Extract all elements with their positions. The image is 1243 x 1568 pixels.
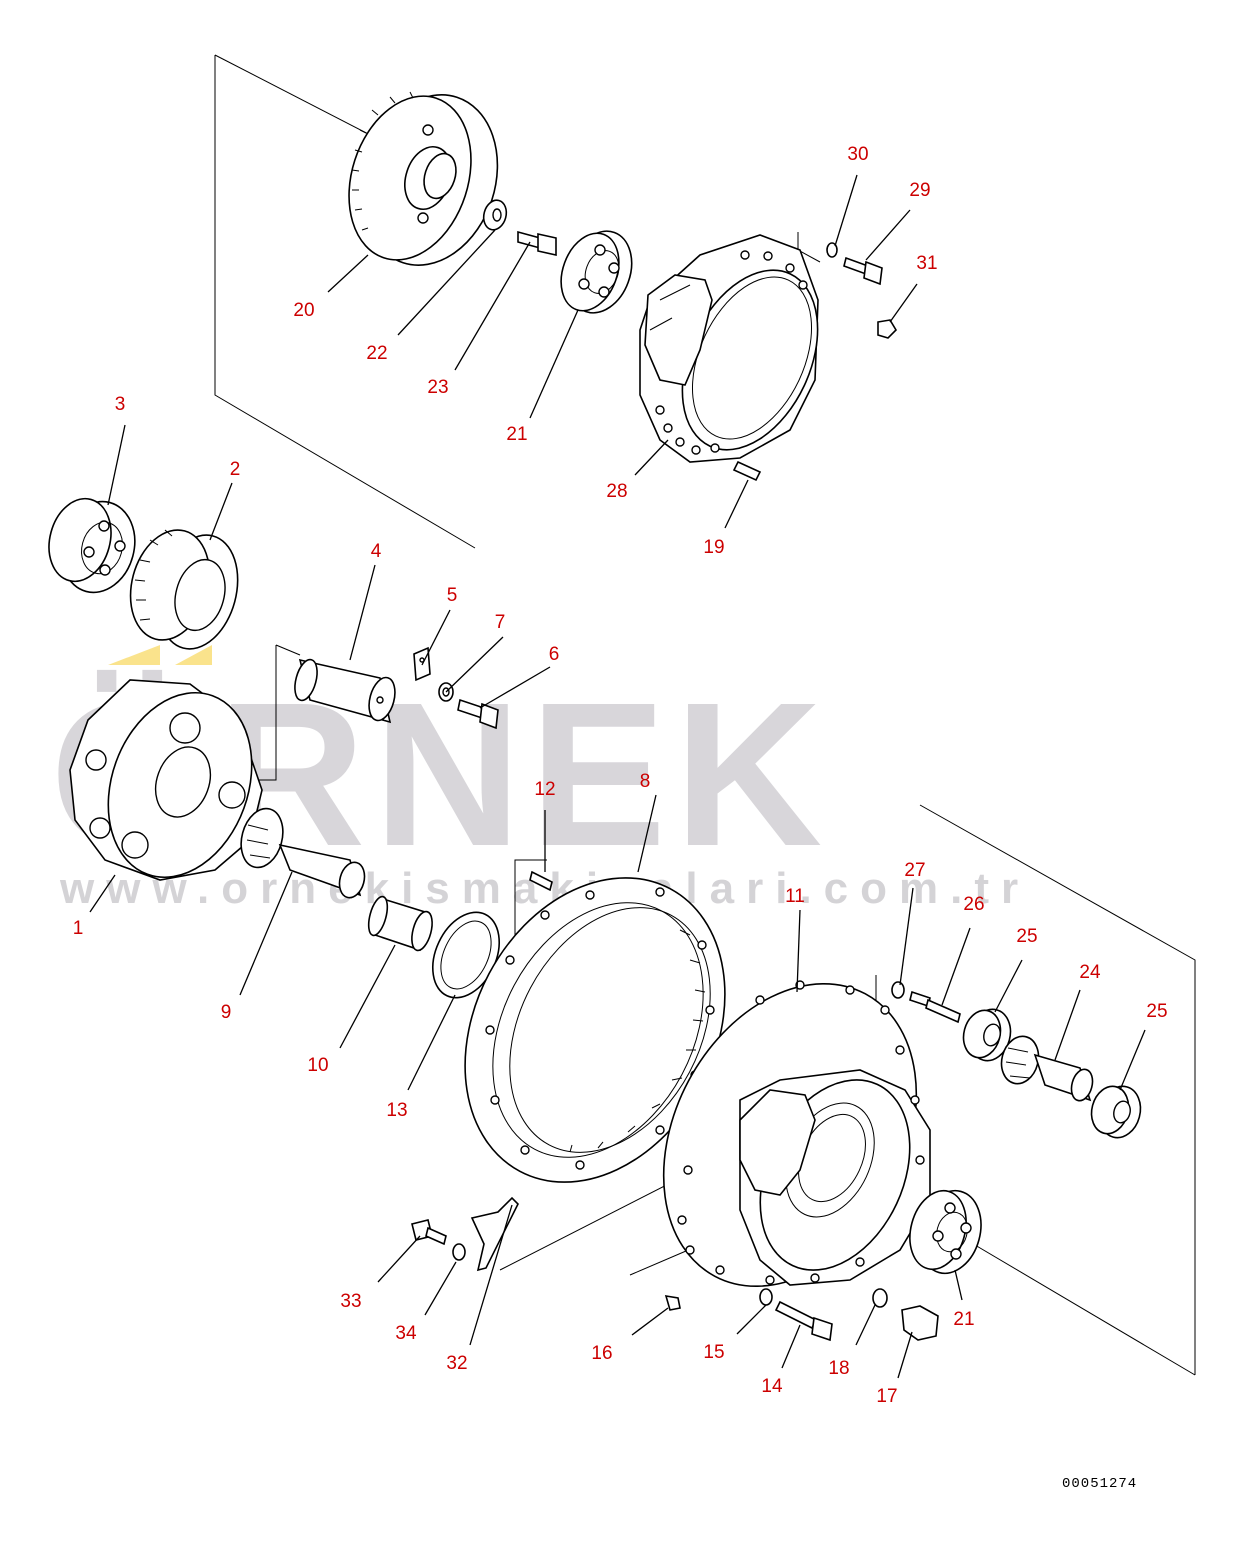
part-27-washer (891, 981, 905, 999)
callout-labels: 3 2 4 5 7 6 8 12 1 9 10 13 11 27 26 25 2… (73, 144, 1168, 1407)
part-6-bolt (457, 698, 499, 730)
part-31-plug (877, 319, 898, 339)
part-3-bearing (48, 497, 136, 594)
part-26-stud (909, 990, 961, 1024)
callout-5: 5 (447, 585, 458, 606)
callout-12: 12 (534, 779, 555, 800)
part-2-gear (129, 529, 239, 650)
part-9-shaft (240, 807, 366, 899)
callout-31: 31 (916, 253, 937, 274)
part-21-bearing-upper (560, 230, 633, 314)
callout-14: 14 (761, 1376, 783, 1397)
part-11-housing (662, 980, 931, 1288)
part-30-washer (826, 242, 838, 258)
callout-9: 9 (221, 1002, 232, 1023)
part-34-washer (452, 1243, 466, 1261)
callout-13: 13 (386, 1100, 407, 1121)
part-25-bearing-lower (1090, 1085, 1142, 1139)
part-17-plug (901, 1305, 939, 1341)
callout-19: 19 (703, 537, 724, 558)
callout-3: 3 (115, 394, 126, 415)
callout-24: 24 (1079, 962, 1101, 983)
part-22-washer (482, 199, 508, 231)
part-1-carrier (69, 679, 263, 881)
callout-27: 27 (904, 860, 925, 881)
part-23-bolt (517, 230, 557, 256)
part-14-bolt (774, 1300, 833, 1342)
callout-15: 15 (703, 1342, 724, 1363)
callout-11: 11 (785, 886, 805, 907)
callout-28: 28 (606, 481, 627, 502)
part-19-pin (732, 460, 762, 482)
part-20-gear (348, 91, 499, 266)
callout-33: 33 (340, 1291, 361, 1312)
part-8-ring-gear (464, 877, 726, 1183)
callout-26: 26 (963, 894, 984, 915)
part-29-bolt (843, 256, 883, 286)
part-16-plug (664, 1295, 681, 1311)
part-4-shaft (294, 658, 396, 724)
callout-10: 10 (307, 1055, 328, 1076)
callout-29: 29 (909, 180, 930, 201)
callout-34: 34 (395, 1323, 417, 1344)
callout-25-lower: 25 (1146, 1001, 1167, 1022)
callout-8: 8 (640, 771, 651, 792)
part-12-pin (529, 870, 553, 892)
callout-17: 17 (876, 1386, 897, 1407)
callout-22: 22 (366, 343, 387, 364)
callout-4: 4 (371, 541, 382, 562)
callout-18: 18 (828, 1358, 849, 1379)
part-33-bolt (411, 1219, 447, 1246)
part-18-plug (872, 1288, 888, 1308)
callout-1: 1 (73, 918, 84, 939)
callout-2: 2 (230, 459, 241, 480)
drawing-number: 00051274 (1062, 1476, 1137, 1492)
leader-lines (89, 174, 1146, 1379)
part-10-sleeve (367, 895, 433, 952)
part-32-bracket (470, 1196, 519, 1272)
callout-7: 7 (495, 612, 506, 633)
part-15-washer (759, 1288, 773, 1306)
callout-21-upper: 21 (506, 424, 527, 445)
callout-30: 30 (847, 144, 868, 165)
part-28-housing (639, 234, 819, 463)
callout-23: 23 (427, 377, 448, 398)
callout-16: 16 (591, 1343, 612, 1364)
callout-25-upper: 25 (1016, 926, 1037, 947)
callout-21-lower: 21 (953, 1309, 974, 1330)
callout-6: 6 (549, 644, 560, 665)
callout-20: 20 (293, 300, 314, 321)
part-21-bearing-lower (909, 1189, 982, 1275)
watermark-url: www.ornekismakinalari.com.tr (59, 864, 1030, 913)
part-24-pinion (1000, 1035, 1094, 1102)
callout-32: 32 (446, 1353, 467, 1374)
